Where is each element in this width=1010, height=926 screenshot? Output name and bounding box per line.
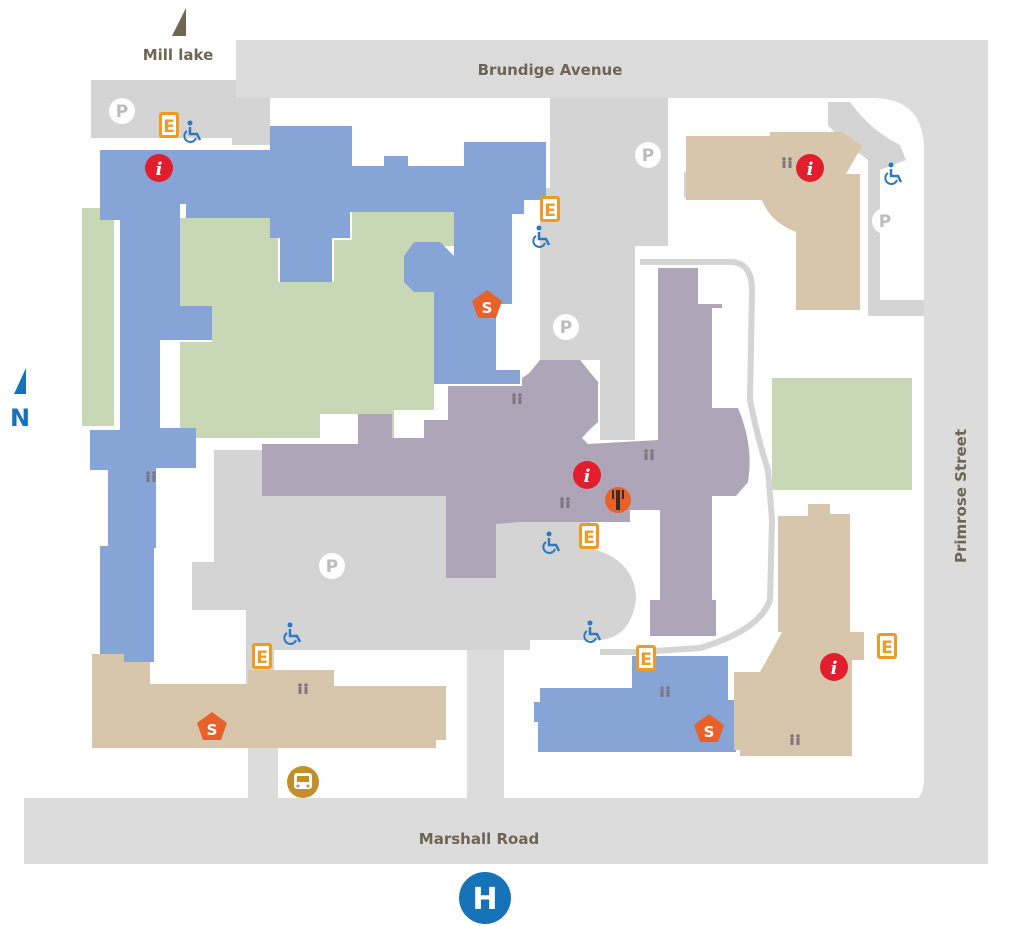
- parking-icon[interactable]: P: [872, 208, 898, 234]
- parking-icon[interactable]: P: [635, 142, 661, 168]
- dining-icon[interactable]: [605, 487, 631, 513]
- roads: [24, 40, 988, 864]
- svg-text:S: S: [482, 299, 493, 317]
- entrance-icon[interactable]: E: [579, 523, 599, 549]
- shop-markers: S S S: [197, 290, 724, 742]
- green-west-strip: [82, 208, 114, 426]
- restroom-icon[interactable]: [644, 449, 654, 460]
- svg-text:P: P: [116, 102, 128, 122]
- building-west-wing: [90, 126, 546, 662]
- primrose-street-label: Primrose Street: [952, 429, 970, 563]
- road-stub-west: [248, 744, 278, 800]
- bus-stop-icon[interactable]: [287, 766, 319, 798]
- north-label: N: [10, 404, 30, 432]
- parking-lot-northeast: [828, 102, 924, 316]
- marshall-road-road: [24, 798, 988, 864]
- entrance-icon[interactable]: E: [159, 112, 179, 138]
- restroom-icon[interactable]: [298, 683, 308, 694]
- wheelchair-icon[interactable]: [542, 531, 561, 554]
- shop-icon[interactable]: S: [472, 290, 502, 318]
- svg-text:P: P: [879, 212, 891, 232]
- restroom-icon[interactable]: [660, 686, 670, 697]
- entrance-markers: E E E E E E: [159, 112, 897, 671]
- entrance-icon[interactable]: E: [252, 643, 272, 669]
- lake-marker-icon: [172, 8, 186, 36]
- building-south-blue: [534, 656, 736, 752]
- parking-lot-center-east: [600, 268, 635, 440]
- svg-text:E: E: [163, 117, 175, 137]
- entrance-icon[interactable]: E: [636, 645, 656, 671]
- restroom-icon[interactable]: [560, 497, 570, 508]
- restroom-icon[interactable]: [790, 734, 800, 745]
- info-icon[interactable]: i: [820, 653, 848, 681]
- parking-lot-central: [192, 450, 636, 650]
- primrose-street-road: [852, 40, 988, 864]
- restroom-icon[interactable]: [146, 471, 156, 482]
- svg-text:i: i: [156, 159, 163, 180]
- info-icon[interactable]: i: [796, 154, 824, 182]
- svg-text:H: H: [472, 882, 497, 917]
- svg-text:E: E: [544, 201, 556, 221]
- green-courtyard: [180, 212, 454, 438]
- svg-text:S: S: [207, 721, 218, 739]
- accessible-markers: [183, 120, 903, 645]
- green-east: [772, 378, 912, 490]
- parking-lot-north: [540, 98, 668, 360]
- wheelchair-icon[interactable]: [532, 225, 551, 248]
- green-spaces: [82, 208, 912, 490]
- restroom-icon[interactable]: [782, 157, 792, 168]
- restroom-icon[interactable]: [512, 393, 522, 404]
- parking-icon[interactable]: P: [109, 98, 135, 124]
- north-arrow-icon: N: [10, 368, 30, 432]
- svg-text:E: E: [640, 650, 652, 670]
- svg-text:P: P: [642, 146, 654, 166]
- octagon-hall: [522, 360, 598, 440]
- blue-buildings: [90, 126, 736, 752]
- entrance-icon[interactable]: E: [540, 196, 560, 222]
- shop-icon[interactable]: S: [694, 714, 724, 742]
- building-octagon-annex: [404, 242, 454, 292]
- building-southwest: [92, 654, 446, 748]
- svg-text:i: i: [831, 658, 838, 679]
- info-markers: i i i i: [145, 154, 848, 681]
- building-northeast: [686, 132, 862, 310]
- wheelchair-icon[interactable]: [183, 120, 202, 143]
- hospital-icon[interactable]: H: [459, 872, 511, 924]
- svg-text:i: i: [807, 159, 814, 180]
- marshall-road-label: Marshall Road: [419, 830, 539, 848]
- parking-markers: P P P P P: [109, 98, 898, 579]
- svg-text:E: E: [583, 528, 595, 548]
- svg-text:i: i: [584, 466, 591, 487]
- svg-text:E: E: [881, 638, 893, 658]
- shop-icon[interactable]: S: [197, 712, 227, 740]
- building-southeast: [734, 504, 864, 756]
- svg-text:S: S: [704, 723, 715, 741]
- svg-text:P: P: [326, 557, 338, 577]
- info-icon[interactable]: i: [145, 154, 173, 182]
- wheelchair-icon[interactable]: [283, 622, 302, 645]
- brundige-avenue-label: Brundige Avenue: [478, 61, 623, 79]
- info-icon[interactable]: i: [573, 461, 601, 489]
- parking-lot-northwest: [91, 80, 270, 145]
- restroom-markers: [146, 157, 800, 745]
- parking-icon[interactable]: P: [553, 314, 579, 340]
- mill-lake-label: Mill lake: [143, 46, 214, 64]
- wheelchair-icon[interactable]: [884, 162, 903, 185]
- building-central: [262, 268, 750, 636]
- purple-buildings: [262, 268, 750, 636]
- entrance-icon[interactable]: E: [877, 633, 897, 659]
- walkway-loop: [600, 259, 776, 655]
- parking-icon[interactable]: P: [319, 553, 345, 579]
- svg-text:P: P: [560, 318, 572, 338]
- svg-text:E: E: [256, 648, 268, 668]
- road-stub: [467, 640, 504, 800]
- wheelchair-icon[interactable]: [583, 620, 602, 643]
